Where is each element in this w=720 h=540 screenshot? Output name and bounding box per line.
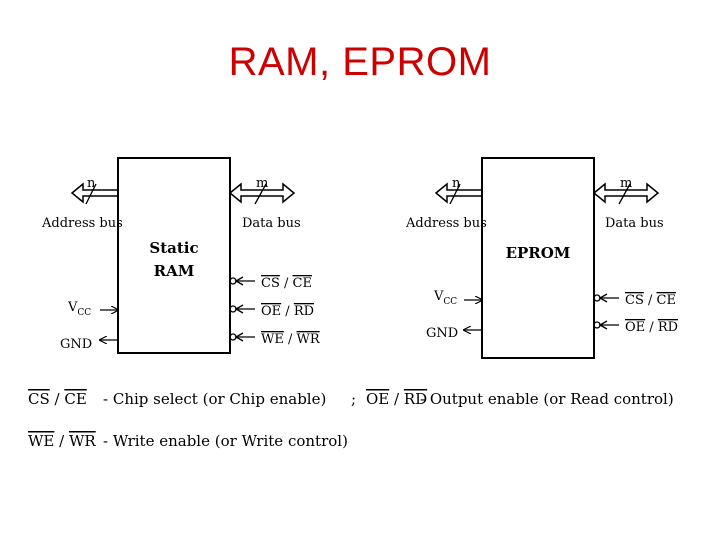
ram-data-bus: m Data bus	[228, 176, 301, 231]
legend-oe-rd-description: - Output enable (or Read control)	[420, 390, 674, 408]
eprom-gnd-label: GND	[426, 326, 458, 341]
ram-data-bus-label: Data bus	[242, 216, 301, 231]
legend-oe-rd-signal: OE / RD	[366, 390, 427, 408]
legend-cs-ce-description: - Chip select (or Chip enable)	[103, 390, 326, 408]
eprom-vcc-label: VCC	[433, 289, 457, 307]
ram-pin-oe-rd: OE / RD	[229, 304, 314, 319]
eprom-address-bus: n Address bus	[405, 176, 487, 231]
legend-cs-ce-signal: CS / CE	[28, 390, 87, 408]
page-title: RAM, EPROM	[228, 40, 492, 84]
legend: CS / CE - Chip select (or Chip enable) ;…	[28, 390, 674, 450]
ram-address-width-n: n	[87, 176, 96, 191]
legend-we-wr-signal: WE / WR	[28, 432, 96, 450]
eprom-data-bidirectional-arrow	[592, 182, 660, 204]
eprom-address-width-n: n	[452, 176, 461, 191]
ram-data-width-m: m	[256, 176, 268, 191]
legend-separator: ;	[351, 390, 356, 408]
ram-we-arrowhead	[234, 332, 244, 342]
ram-we-wr-label: WE / WR	[261, 332, 321, 347]
ram-control-pins: CS / CE OE / RD WE / WR	[229, 276, 321, 347]
eprom-address-bus-label: Address bus	[405, 216, 487, 231]
eprom-block: EPROM n Address bus m Data bus VCC GND	[405, 157, 678, 359]
eprom-chip-box	[481, 157, 595, 359]
ram-power-pins: VCC GND	[60, 300, 118, 352]
eprom-control-pins: CS / CE OE / RD	[593, 293, 678, 335]
eprom-data-bus: m Data bus	[592, 176, 664, 231]
static-ram-name-line1: Static	[149, 239, 198, 257]
eprom-name: EPROM	[506, 244, 571, 262]
eprom-data-slash	[618, 183, 631, 205]
ram-data-bidirectional-arrow	[228, 182, 296, 204]
eprom-cs-ce-label: CS / CE	[625, 293, 676, 308]
ram-oe-rd-label: OE / RD	[261, 304, 314, 319]
eprom-pin-cs-ce: CS / CE	[593, 293, 676, 308]
eprom-pin-oe-rd: OE / RD	[593, 320, 678, 335]
static-ram-chip-box	[117, 157, 231, 354]
ram-data-slash	[254, 183, 267, 205]
eprom-cs-arrowhead	[598, 293, 608, 303]
ram-pin-we-wr: WE / WR	[229, 332, 321, 347]
static-ram-block: Static RAM n Address bus m Data bus VCC …	[41, 157, 321, 354]
static-ram-name-line2: RAM	[154, 262, 195, 280]
ram-address-arrow	[70, 182, 119, 204]
ram-vcc-label: VCC	[67, 300, 91, 318]
ram-address-bus-label: Address bus	[41, 216, 123, 231]
ram-pin-cs-ce: CS / CE	[229, 276, 312, 291]
eprom-data-bus-label: Data bus	[605, 216, 664, 231]
eprom-oe-rd-label: OE / RD	[625, 320, 678, 335]
eprom-address-slash	[449, 183, 461, 205]
ram-address-bus: n Address bus	[41, 176, 123, 231]
eprom-data-width-m: m	[620, 176, 632, 191]
ram-gnd-label: GND	[60, 337, 92, 352]
ram-cs-arrowhead	[234, 276, 244, 286]
eprom-power-pins: VCC GND	[426, 289, 482, 341]
eprom-oe-arrowhead	[598, 320, 608, 330]
eprom-address-arrow	[434, 182, 483, 204]
ram-address-slash	[85, 183, 97, 205]
ram-oe-arrowhead	[234, 304, 244, 314]
legend-we-wr-description: - Write enable (or Write control)	[103, 432, 348, 450]
ram-cs-ce-label: CS / CE	[261, 276, 312, 291]
